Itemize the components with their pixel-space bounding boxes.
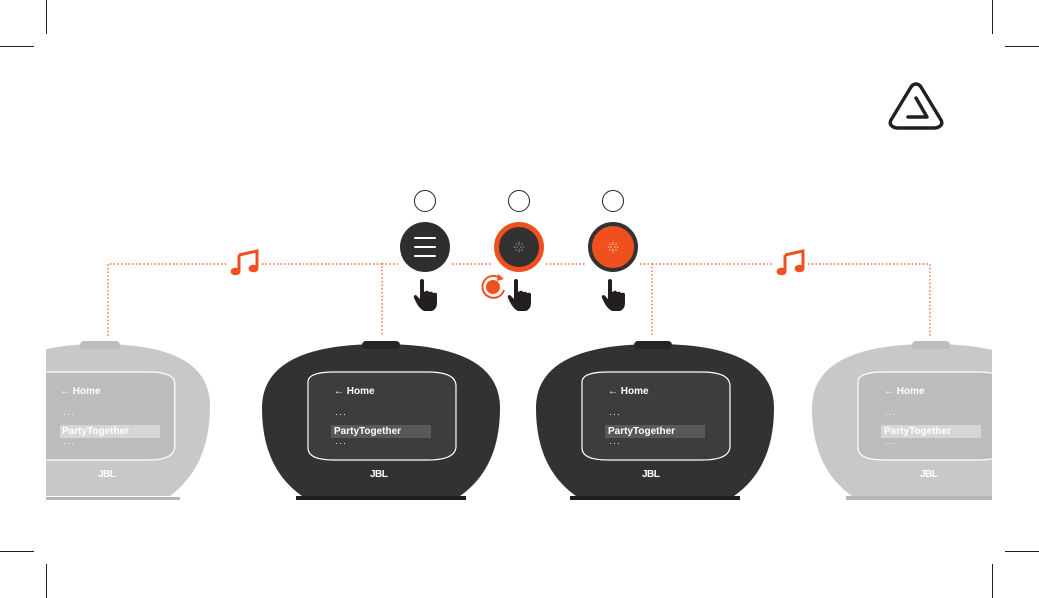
screen-list-dots: ··· <box>63 438 75 448</box>
menu-icon <box>414 255 436 257</box>
speaker-center-left: ← Home ··· PartyTogether ··· JBL <box>260 336 502 500</box>
party-dots-icon <box>607 241 619 253</box>
menu-button[interactable] <box>400 222 450 272</box>
screen-list-selected: PartyTogether <box>62 426 129 437</box>
jbl-logo: JBL <box>98 469 115 480</box>
jbl-logo: JBL <box>642 469 659 480</box>
jbl-logo: JBL <box>370 469 387 480</box>
screen-list-selected: PartyTogether <box>608 426 675 437</box>
party-button-lit[interactable] <box>588 222 638 272</box>
speaker-body <box>810 336 992 500</box>
step-1-indicator <box>414 190 436 212</box>
screen-list-dots: ··· <box>885 409 897 419</box>
party-dots-icon <box>513 241 525 253</box>
screen-menu-back: ← Home <box>608 386 649 397</box>
screen-list-dots: ··· <box>335 438 347 448</box>
screen-list-dots: ··· <box>335 409 347 419</box>
hand-pointer-icon <box>600 278 628 312</box>
speaker-right-faded: ← Home ··· PartyTogether ··· JBL <box>810 336 992 500</box>
screen-list-dots: ··· <box>609 409 621 419</box>
screen-menu-back: ← Home <box>334 386 375 397</box>
menu-icon <box>414 237 436 239</box>
speaker-left-faded: ← Home ··· PartyTogether ··· JBL <box>46 336 226 500</box>
music-note-icon <box>230 250 260 276</box>
jbl-logo: JBL <box>920 469 937 480</box>
screen-list-selected: PartyTogether <box>334 426 401 437</box>
screen-list-dots: ··· <box>63 409 75 419</box>
party-button[interactable] <box>494 222 544 272</box>
step-2-indicator <box>508 190 530 212</box>
screen-list-dots: ··· <box>885 438 897 448</box>
hand-pointer-icon <box>506 278 534 312</box>
screen-list-selected: PartyTogether <box>884 426 951 437</box>
screen-list-dots: ··· <box>609 438 621 448</box>
speaker-center-right: ← Home ··· PartyTogether ··· JBL <box>534 336 776 500</box>
hand-pointer-icon <box>412 278 440 312</box>
rotate-arrow-icon <box>478 270 508 300</box>
music-note-icon <box>776 250 806 276</box>
screen-menu-back: ← Home <box>60 386 101 397</box>
step-3-indicator <box>602 190 624 212</box>
menu-icon <box>414 246 436 248</box>
screen-menu-back: ← Home <box>884 386 925 397</box>
